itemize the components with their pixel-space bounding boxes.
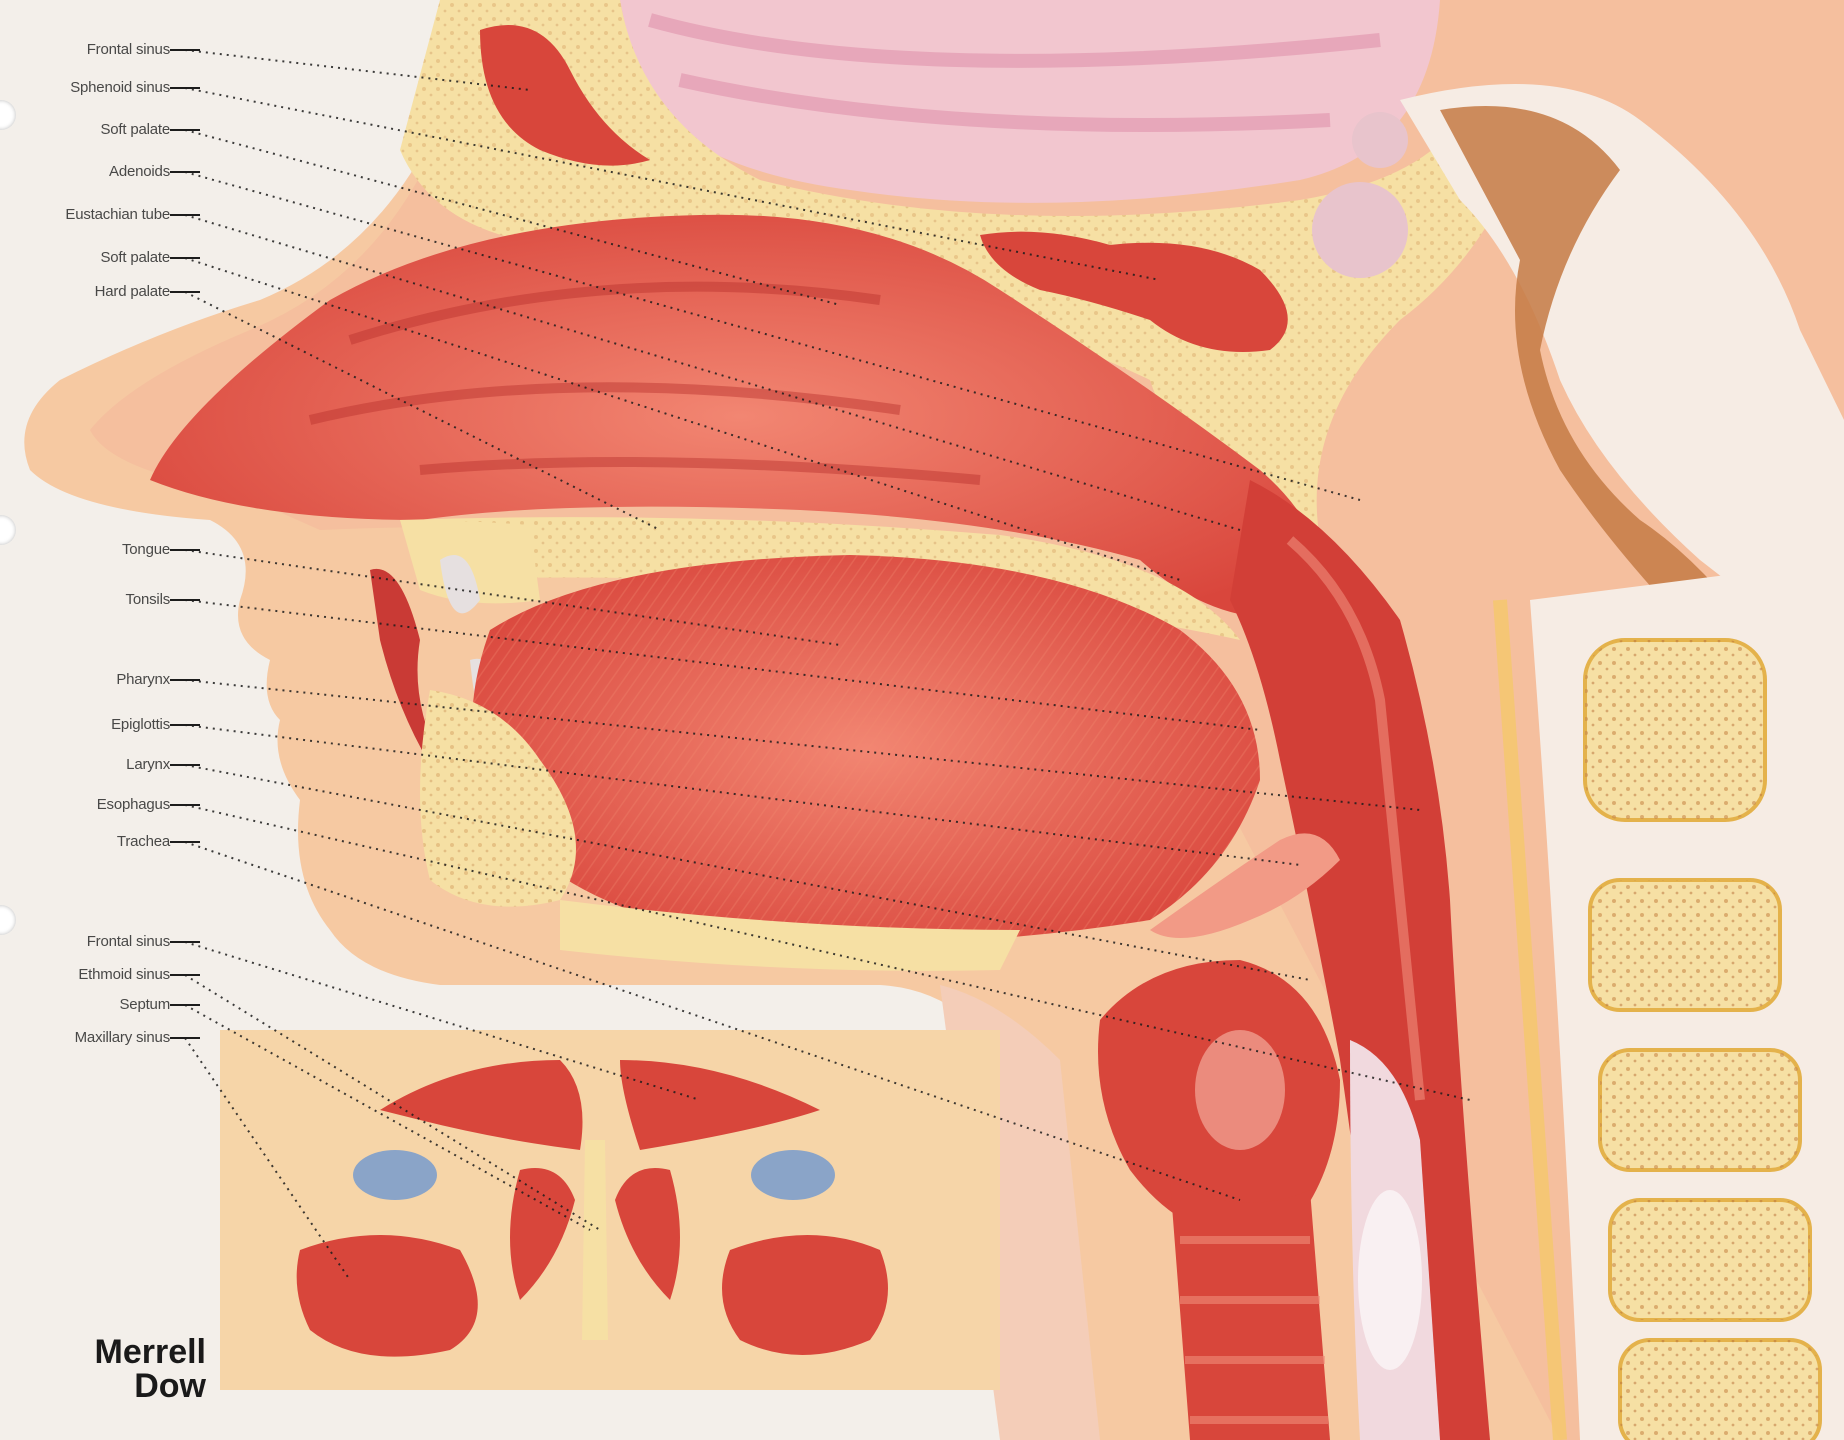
leader-ticks <box>170 50 200 1038</box>
label-frontal-sinus-inset: Frontal sinus <box>0 933 170 950</box>
brand-line-2: Dow <box>38 1369 206 1403</box>
label-larynx: Larynx <box>0 756 170 773</box>
label-ethmoid-sinus: Ethmoid sinus <box>0 966 170 983</box>
label-adenoids: Adenoids <box>0 163 170 180</box>
inset-septum <box>582 1140 608 1340</box>
label-hard-palate: Hard palate <box>0 283 170 300</box>
label-soft-palate: Soft palate <box>0 249 170 266</box>
brand-logo: Merrell Dow <box>38 1335 206 1403</box>
label-frontal-sinus: Frontal sinus <box>0 41 170 58</box>
label-eustachian-tube: Eustachian tube <box>0 206 170 223</box>
trachea <box>1170 1180 1330 1440</box>
label-tonsils: Tonsils <box>0 591 170 608</box>
label-sphenoid-sinus: Sphenoid sinus <box>0 79 170 96</box>
label-soft-palate-upper: Soft palate <box>0 121 170 138</box>
label-septum: Septum <box>0 996 170 1013</box>
label-esophagus: Esophagus <box>0 796 170 813</box>
label-tongue: Tongue <box>0 541 170 558</box>
brand-line-1: Merrell <box>38 1335 206 1369</box>
label-pharynx: Pharynx <box>0 671 170 688</box>
label-maxillary-sinus: Maxillary sinus <box>0 1029 170 1046</box>
label-epiglottis: Epiglottis <box>0 716 170 733</box>
sinus-inset <box>220 1030 1000 1390</box>
label-trachea: Trachea <box>0 833 170 850</box>
